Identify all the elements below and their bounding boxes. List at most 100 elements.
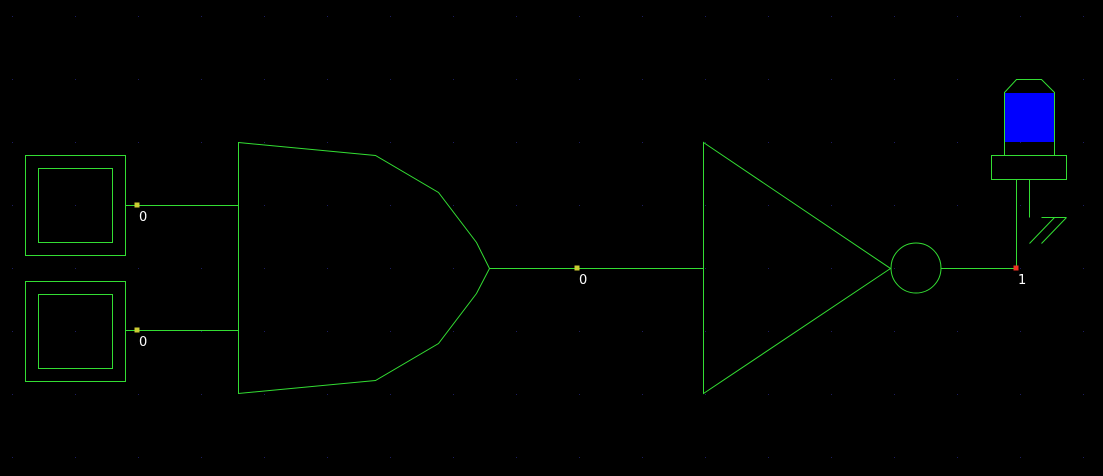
grid-dot [579, 16, 580, 17]
grid-dot [579, 205, 580, 206]
grid-dot [138, 142, 139, 143]
grid-dot [201, 268, 202, 269]
grid-dot [12, 394, 13, 395]
grid-dot [1020, 16, 1021, 17]
grid-dot [831, 457, 832, 458]
grid-dot [516, 457, 517, 458]
grid-dot [768, 79, 769, 80]
grid-dot [201, 16, 202, 17]
grid-dot [516, 331, 517, 332]
grid-dot [12, 16, 13, 17]
grid-dot [768, 142, 769, 143]
grid-dot [831, 331, 832, 332]
grid-dot [894, 394, 895, 395]
node-input-b-marker[interactable] [134, 327, 140, 333]
grid-dot [201, 142, 202, 143]
not-gate[interactable] [703, 141, 942, 395]
ground [1029, 180, 1067, 244]
grid-dot [579, 331, 580, 332]
grid-dot [705, 16, 706, 17]
grid-dot [768, 205, 769, 206]
node-input-a-marker[interactable] [134, 202, 140, 208]
grid-dot [831, 79, 832, 80]
grid-dot [957, 79, 958, 80]
grid-dot [201, 394, 202, 395]
grid-dot [894, 16, 895, 17]
inverter-gate-icon[interactable] [703, 141, 892, 395]
ground-icon [1029, 180, 1067, 244]
grid-dot [75, 79, 76, 80]
grid-dot [894, 268, 895, 269]
grid-dot [642, 16, 643, 17]
output-led[interactable] [991, 79, 1067, 180]
grid-dot [516, 79, 517, 80]
led-base [991, 155, 1067, 180]
grid-dot [642, 457, 643, 458]
grid-dot [768, 394, 769, 395]
node-not-output-value: 1 [1018, 273, 1026, 288]
grid-dot [327, 142, 328, 143]
grid-dot [579, 79, 580, 80]
grid-dot [516, 205, 517, 206]
grid-dot [390, 16, 391, 17]
grid-dot [12, 142, 13, 143]
grid-dot [831, 16, 832, 17]
grid-dot [327, 331, 328, 332]
grid-dot [705, 331, 706, 332]
grid-dot [138, 16, 139, 17]
grid-dot [390, 79, 391, 80]
grid-dot [390, 394, 391, 395]
grid-dot [264, 268, 265, 269]
grid-dot [831, 268, 832, 269]
grid-dots [12, 16, 1084, 458]
grid-dot [453, 268, 454, 269]
grid-dot [327, 268, 328, 269]
grid-dot [453, 79, 454, 80]
grid-dot [12, 457, 13, 458]
grid-dot [957, 16, 958, 17]
grid-dot [75, 16, 76, 17]
grid-dot [705, 142, 706, 143]
grid-dot [642, 142, 643, 143]
grid-dot [1083, 331, 1084, 332]
toggle-switch-icon[interactable] [25, 281, 126, 382]
led-lamp-icon[interactable] [1004, 79, 1055, 156]
grid-dot [831, 142, 832, 143]
grid-dot [705, 79, 706, 80]
grid-dot [390, 457, 391, 458]
node-or-output-marker[interactable] [574, 265, 580, 271]
grid-dot [453, 394, 454, 395]
grid-dot [831, 205, 832, 206]
grid-dot [1020, 457, 1021, 458]
grid-dot [12, 79, 13, 80]
grid-dot [75, 394, 76, 395]
node-not-output-marker[interactable] [1013, 265, 1019, 271]
grid-dot [453, 331, 454, 332]
grid-dot [201, 79, 202, 80]
grid-dot [768, 331, 769, 332]
grid-dot [516, 142, 517, 143]
input-switch-b[interactable] [25, 281, 126, 382]
grid-dot [768, 268, 769, 269]
grid-dot [894, 79, 895, 80]
grid-dot [75, 142, 76, 143]
grid-dot [12, 268, 13, 269]
grid-dot [138, 79, 139, 80]
grid-dot [957, 142, 958, 143]
grid-dot [453, 142, 454, 143]
grid-dot [264, 457, 265, 458]
grid-dot [390, 205, 391, 206]
or-gate-icon[interactable] [238, 141, 491, 395]
grid-dot [894, 142, 895, 143]
grid-dot [1020, 268, 1021, 269]
grid-dot [642, 79, 643, 80]
grid-dot [1083, 457, 1084, 458]
grid-dot [1083, 268, 1084, 269]
grid-dot [75, 457, 76, 458]
grid-dot [642, 394, 643, 395]
grid-dot [894, 457, 895, 458]
grid-dot [75, 205, 76, 206]
grid-dot [579, 457, 580, 458]
